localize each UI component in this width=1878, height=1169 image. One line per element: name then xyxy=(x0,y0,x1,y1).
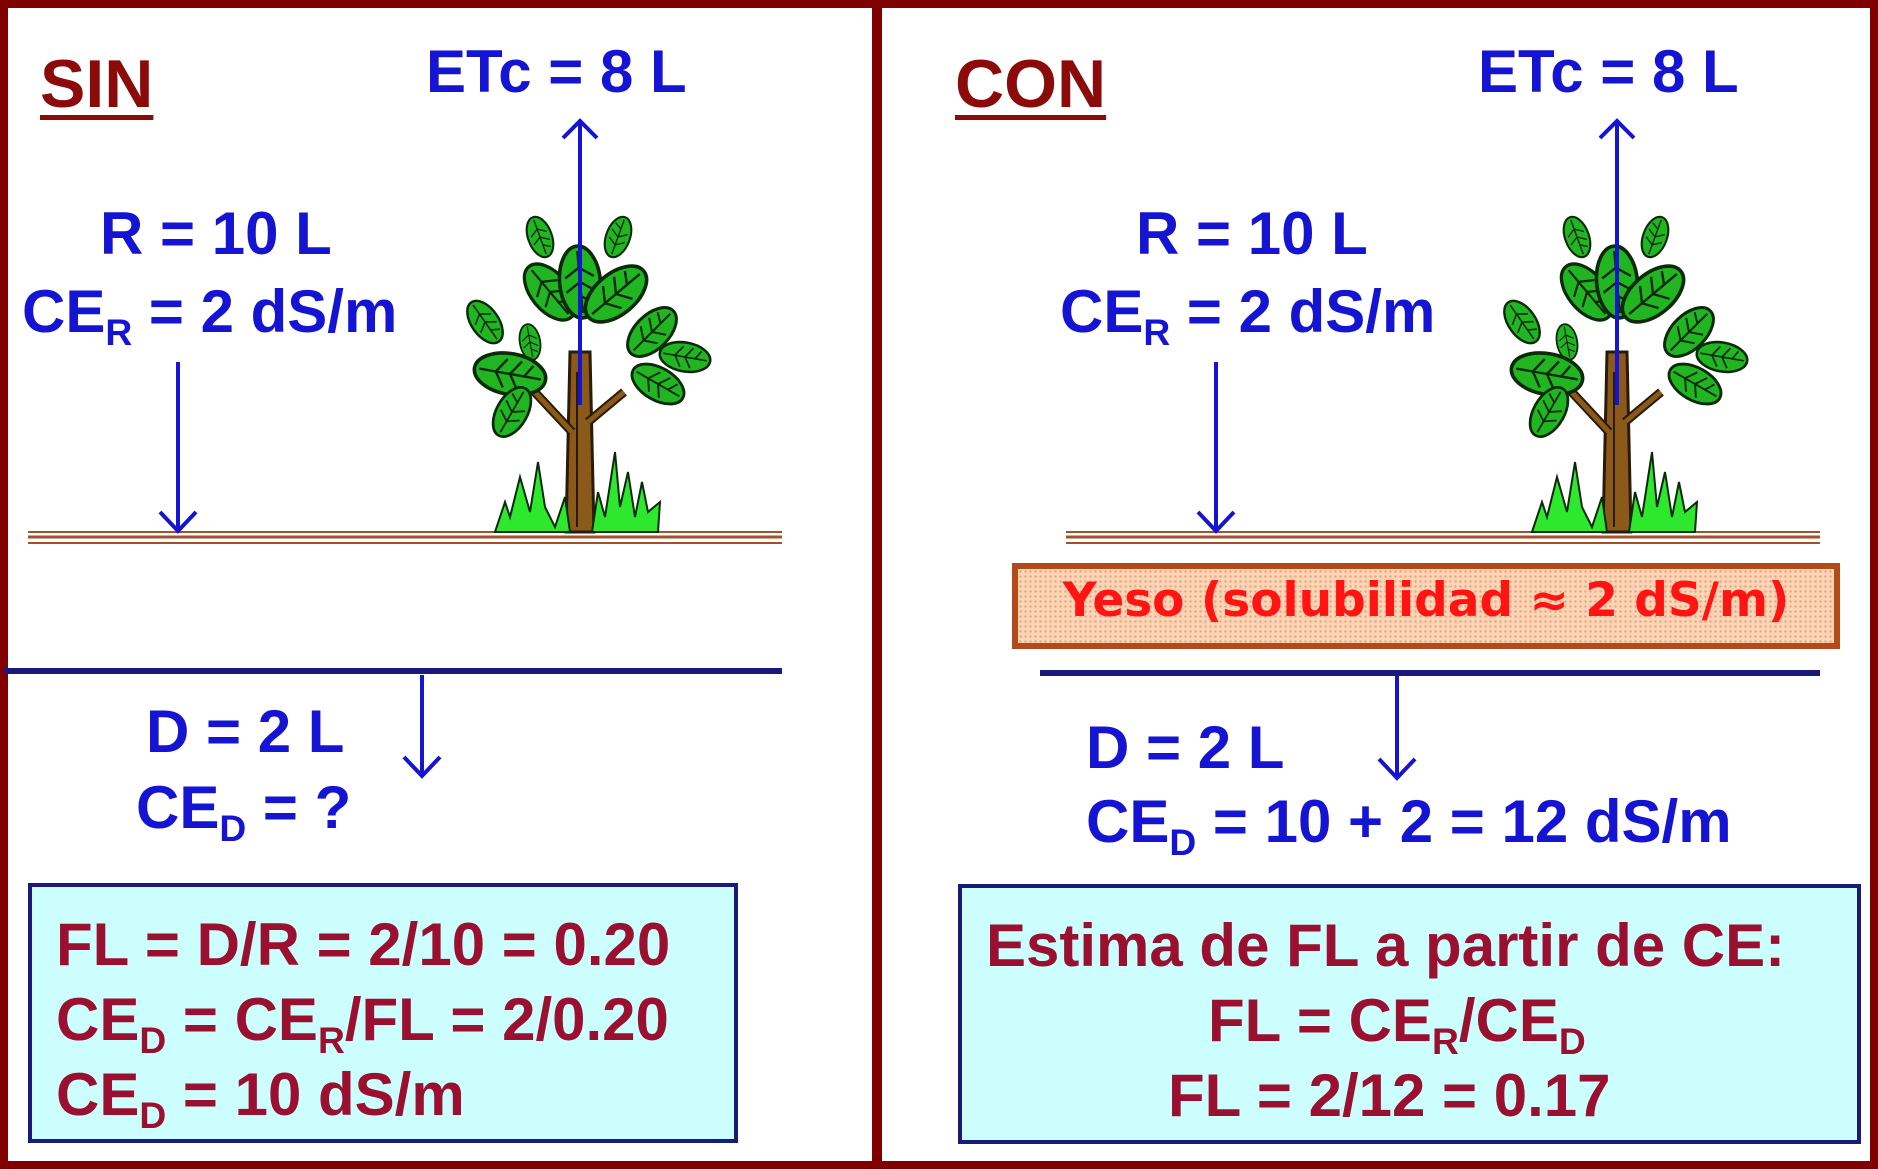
calc-box-left: FL = D/R = 2/10 = 0.20 CED = CER/FL = 2/… xyxy=(28,883,738,1143)
calc-box-right: Estima de FL a partir de CE: FL = CER/CE… xyxy=(958,884,1861,1144)
etc-label-right: ETc = 8 L xyxy=(1478,38,1739,105)
estima-heading: Estima de FL a partir de CE: xyxy=(986,912,1786,979)
riego-label-right: R = 10 L xyxy=(1136,200,1368,267)
arrow-down-icon xyxy=(402,675,442,779)
title-sin: SIN xyxy=(40,46,154,122)
ce-r-label-left: CER = 2 dS/m xyxy=(22,278,398,354)
ce-d-label-left: CED = ? xyxy=(136,774,352,850)
arrow-down-icon xyxy=(158,362,198,534)
fl-result: FL = 2/12 = 0.17 xyxy=(1168,1062,1611,1129)
ce-d-result: CED = 10 dS/m xyxy=(56,1061,465,1137)
etc-label-left: ETc = 8 L xyxy=(426,38,687,105)
riego-label-left: R = 10 L xyxy=(100,200,332,267)
title-con: CON xyxy=(955,46,1107,122)
yeso-label: Yeso (solubilidad ≈ 2 dS/m) xyxy=(1062,573,1790,628)
fl-equation: FL = D/R = 2/10 = 0.20 xyxy=(56,911,671,978)
ce-d-label-right: CED = 10 + 2 = 12 dS/m xyxy=(1086,788,1732,864)
drain-label-right: D = 2 L xyxy=(1086,714,1285,781)
fl-formula: FL = CER/CED xyxy=(1208,987,1586,1063)
arrow-down-icon xyxy=(1196,362,1236,534)
tree-right xyxy=(1497,213,1750,532)
yeso-layer: Yeso (solubilidad ≈ 2 dS/m) xyxy=(1012,563,1840,649)
arrow-down-icon xyxy=(1377,676,1417,781)
ce-d-equation: CED = CER/FL = 2/0.20 xyxy=(56,986,669,1062)
arrow-up-icon xyxy=(561,118,599,405)
drain-label-left: D = 2 L xyxy=(146,698,345,765)
ce-r-label-right: CER = 2 dS/m xyxy=(1060,278,1436,354)
arrow-up-icon xyxy=(1598,118,1636,405)
